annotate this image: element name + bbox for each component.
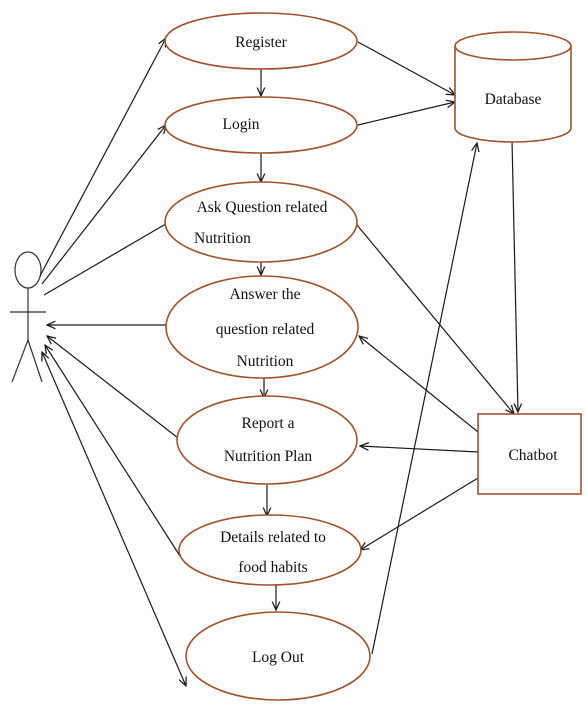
edge-register-database [357,41,455,95]
edge-login-database [357,102,455,126]
use-case-answer-label-line1: Answer the [229,286,300,303]
edge-chatbot-details [360,477,479,550]
use-case-ask-label-line1: Ask Question related [197,199,328,216]
use-case-login: Login [164,96,358,154]
edge-database-chatbot [511,139,518,412]
edge-actor-login [41,125,166,285]
use-case-ask-question: Ask Question related Nutrition [164,181,358,263]
use-case-details-label-line2: food habits [238,559,307,576]
chatbot-node: Chatbot [477,413,582,495]
edge-chatbot-answer [359,336,479,433]
edge-chatbot-report [360,446,479,453]
database-node: Database [454,31,572,143]
edge-actor-ask [43,218,176,296]
use-case-ask-label-line2: Nutrition [194,230,251,247]
use-case-report-plan: Report a Nutrition Plan [176,395,358,485]
stick-figure-icon [10,251,46,383]
actor-associations [39,38,186,686]
edge-actor-logout [42,352,186,686]
use-case-details-label-line1: Details related to [220,529,326,546]
edge-logout-database [371,143,477,655]
use-case-answer-question: Answer the question related Nutrition [165,275,359,379]
use-case-logout: Log Out [185,611,371,701]
database-label: Database [485,91,542,108]
system-associations [356,41,518,655]
edge-actor-register [39,38,166,277]
edge-report-actor [47,336,179,439]
use-case-details-food: Details related to food habits [178,514,362,586]
chatbot-label: Chatbot [508,447,558,464]
use-case-register: Register [164,12,358,70]
edge-ask-chatbot [356,224,514,414]
use-case-report-label-line2: Nutrition Plan [224,448,313,465]
cylinder-icon [454,31,572,143]
use-case-login-label: Login [222,116,259,133]
user-actor [10,251,46,383]
use-case-answer-label-line3: Nutrition [237,353,294,370]
use-case-flow [261,68,276,610]
use-case-logout-label: Log Out [252,649,305,666]
use-case-register-label: Register [235,34,287,51]
use-case-answer-label-line2: question related [216,321,315,338]
use-case-report-label-line1: Report a [242,415,295,432]
edge-details-actor [45,345,181,557]
